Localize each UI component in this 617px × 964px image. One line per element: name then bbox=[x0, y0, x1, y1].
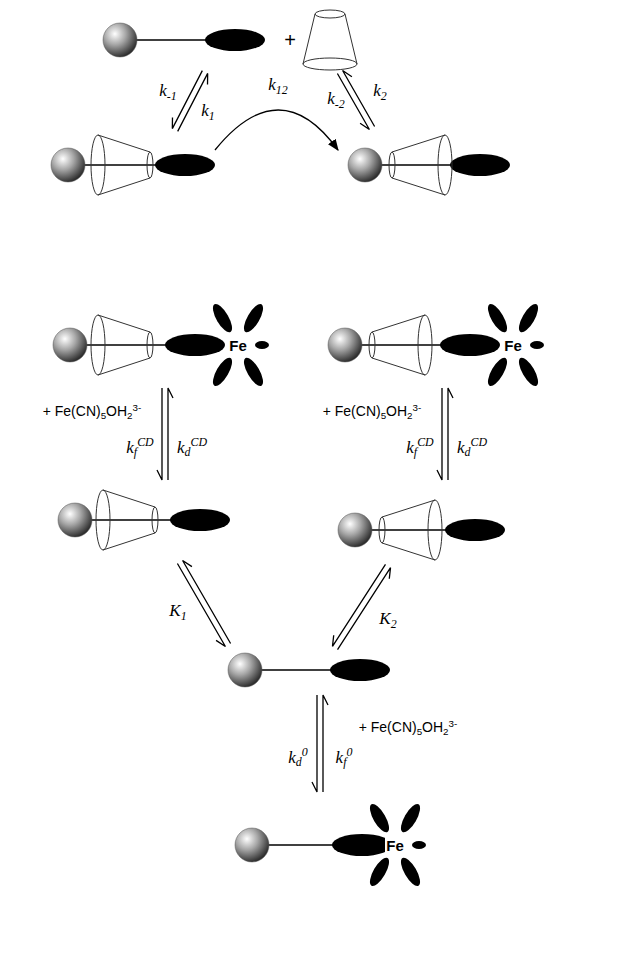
guest-head bbox=[332, 834, 392, 856]
cyanide-ligand bbox=[397, 801, 423, 835]
rate-constant: k2 bbox=[373, 82, 387, 102]
shuttle-arrow bbox=[215, 110, 338, 150]
cyclodextrin-cup bbox=[303, 14, 357, 64]
cyclodextrin-rim bbox=[438, 135, 452, 195]
reagent-label: + Fe(CN)5OH23- bbox=[359, 719, 458, 737]
guest-head bbox=[170, 509, 230, 531]
iron-centre: Fe bbox=[503, 337, 523, 354]
cyanide-ligand bbox=[209, 355, 235, 389]
cyanide-ligand bbox=[515, 301, 541, 335]
cyclodextrin-rim bbox=[379, 517, 385, 543]
stopper-ball bbox=[103, 23, 137, 57]
cyclodextrin-rim bbox=[152, 507, 158, 533]
forward-half-arrow bbox=[183, 560, 231, 643]
stopper-ball bbox=[53, 328, 87, 362]
reverse-half-arrow bbox=[312, 695, 317, 792]
iron-centre: Fe bbox=[228, 337, 248, 354]
forward-half-arrow bbox=[168, 388, 173, 480]
stopper-ball bbox=[338, 513, 372, 547]
cyclodextrin-rim bbox=[147, 152, 153, 178]
cyanide-ligand bbox=[366, 801, 392, 835]
metal-symbol: Fe bbox=[503, 337, 523, 354]
cyanide-ligand bbox=[412, 841, 426, 849]
cyclodextrin-cone bbox=[372, 315, 425, 375]
metal-symbol: Fe bbox=[385, 837, 405, 854]
cyanide-ligand bbox=[397, 855, 423, 889]
forward-half-arrow bbox=[332, 564, 385, 646]
guest-head bbox=[155, 154, 215, 176]
cyclodextrin-cone bbox=[382, 500, 435, 560]
cyclodextrin-rim bbox=[96, 490, 110, 550]
rate-constant: kd0 bbox=[288, 747, 307, 769]
cyclodextrin-rim bbox=[91, 315, 105, 375]
cyanide-ligand bbox=[515, 355, 541, 389]
guest-head bbox=[450, 154, 510, 176]
rate-constant: kdCD bbox=[457, 437, 487, 459]
cyclodextrin-rim bbox=[428, 500, 442, 560]
cyanide-ligand bbox=[209, 301, 235, 335]
guest-head bbox=[330, 659, 390, 681]
reverse-half-arrow bbox=[157, 388, 162, 480]
rate-constant: kdCD bbox=[177, 437, 207, 459]
stopper-ball bbox=[58, 503, 92, 537]
cyclodextrin-rim bbox=[389, 152, 395, 178]
cyanide-ligand bbox=[366, 855, 392, 889]
reagent-label: + bbox=[284, 30, 296, 50]
stopper-ball bbox=[348, 148, 382, 182]
reverse-half-arrow bbox=[338, 568, 391, 650]
reverse-half-arrow bbox=[343, 71, 375, 127]
cyanide-ligand bbox=[240, 355, 266, 389]
stopper-ball bbox=[328, 328, 362, 362]
cyanide-ligand bbox=[255, 341, 269, 349]
forward-half-arrow bbox=[323, 695, 328, 792]
guest-head bbox=[205, 29, 265, 51]
cyanide-ligand bbox=[530, 341, 544, 349]
cyanide-ligand bbox=[484, 355, 510, 389]
cyclodextrin-cone bbox=[98, 135, 150, 195]
iron-centre: Fe bbox=[385, 837, 405, 854]
rate-constant: kf0 bbox=[336, 747, 353, 769]
cyclodextrin-rim bbox=[369, 332, 375, 358]
cyclodextrin-rim bbox=[315, 10, 345, 18]
forward-half-arrow bbox=[448, 388, 453, 480]
reverse-half-arrow bbox=[437, 388, 442, 480]
cyclodextrin-cone bbox=[103, 490, 155, 550]
cyanide-ligand bbox=[484, 301, 510, 335]
reverse-half-arrow bbox=[172, 71, 202, 129]
rate-constant: kfCD bbox=[126, 437, 153, 459]
rate-constant: K1 bbox=[169, 602, 186, 622]
guest-head bbox=[165, 334, 225, 356]
cyclodextrin-rim bbox=[147, 332, 153, 358]
rate-constant: k12 bbox=[268, 76, 287, 96]
reagent-label: + Fe(CN)5OH23- bbox=[323, 403, 422, 421]
cyclodextrin-cone bbox=[392, 135, 445, 195]
cyclodextrin-rim bbox=[91, 135, 105, 195]
rate-constant: k-1 bbox=[159, 82, 176, 102]
stopper-ball bbox=[51, 148, 85, 182]
reverse-half-arrow bbox=[177, 564, 225, 647]
rate-constant: kfCD bbox=[406, 437, 433, 459]
cyclodextrin-rim bbox=[303, 58, 357, 70]
guest-head bbox=[445, 519, 505, 541]
stopper-ball bbox=[235, 828, 269, 862]
stopper-ball bbox=[228, 653, 262, 687]
rate-constant: k1 bbox=[201, 102, 215, 122]
metal-symbol: Fe bbox=[228, 337, 248, 354]
cyclodextrin-cone bbox=[98, 315, 150, 375]
reagent-label: + Fe(CN)5OH23- bbox=[43, 403, 142, 421]
cyanide-ligand bbox=[240, 301, 266, 335]
guest-head bbox=[440, 334, 500, 356]
rate-constant: k-2 bbox=[327, 90, 344, 110]
cyclodextrin-rim bbox=[418, 315, 432, 375]
rate-constant: K2 bbox=[379, 610, 396, 630]
